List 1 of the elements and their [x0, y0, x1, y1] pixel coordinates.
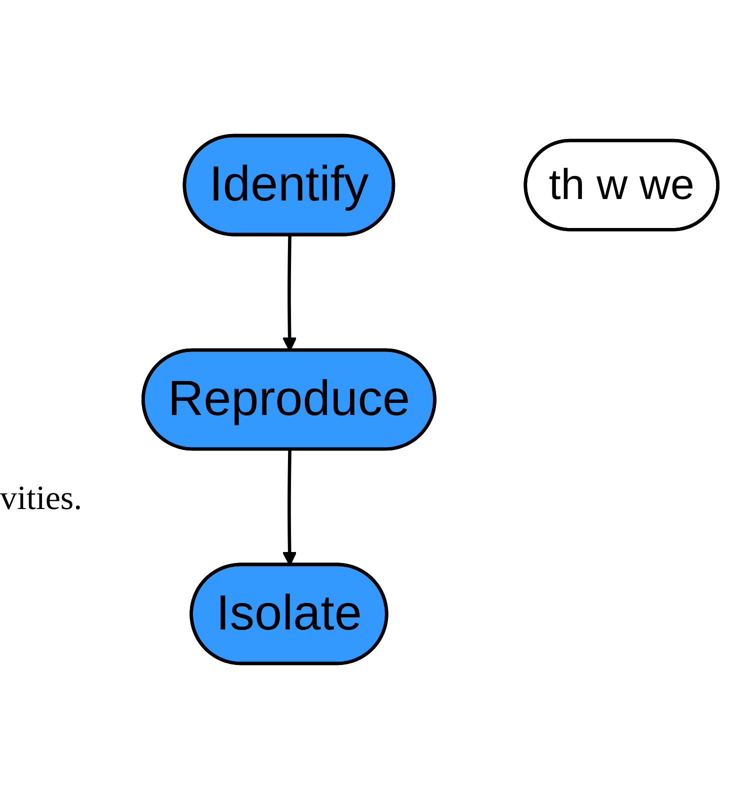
text-fragment: vities.	[0, 480, 82, 518]
